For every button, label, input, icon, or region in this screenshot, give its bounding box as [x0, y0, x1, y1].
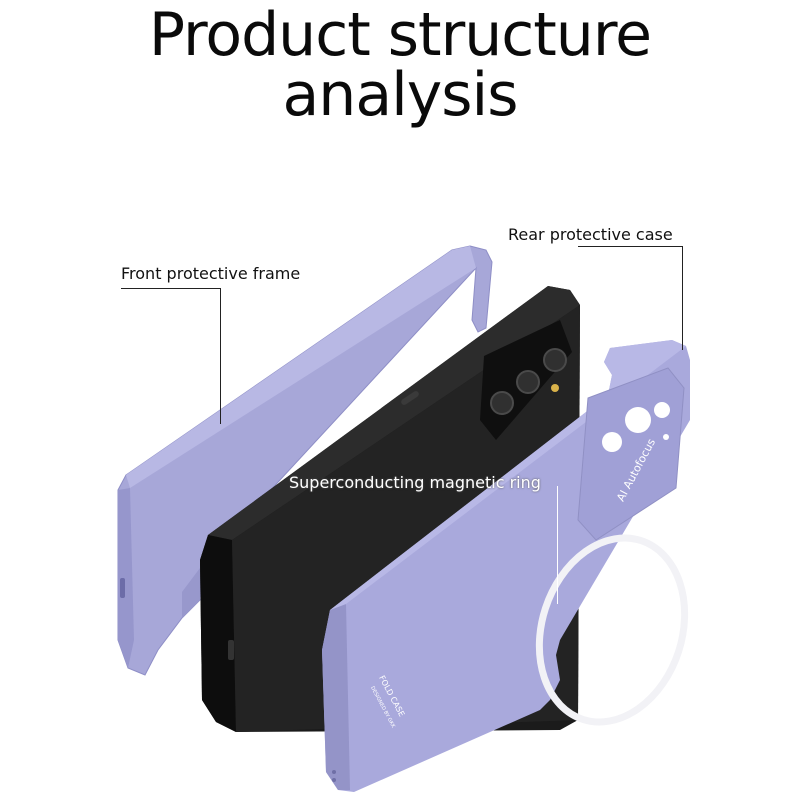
callout-rear-case: Rear protective case [508, 225, 673, 244]
callout-rear-case-line-v [682, 246, 683, 350]
case-flash-cutout-icon [663, 434, 669, 440]
rear-protective-case: AI Autofocus FOLD CASE DESIGNED BY GKK [322, 340, 690, 792]
magnetic-ring [535, 534, 689, 726]
callout-front-frame-line-h [121, 288, 221, 289]
callout-front-frame-line-v [220, 288, 221, 424]
case-camera-island [577, 367, 685, 541]
callout-front-frame: Front protective frame [121, 264, 301, 283]
side-button [401, 391, 419, 405]
case-hole-icon [332, 770, 336, 774]
callout-rear-case-line-h [578, 246, 683, 247]
usb-port-icon [228, 640, 234, 660]
case-lens-cutout-icon [654, 402, 670, 418]
case-hole-icon [332, 778, 336, 782]
title-line-1: Product structure [148, 0, 652, 70]
port-cutout-icon [120, 578, 125, 598]
flash-icon [551, 384, 559, 392]
case-lens-cutout-icon [625, 407, 651, 433]
callout-magnetic-ring: Superconducting magnetic ring [289, 473, 541, 492]
title-line-2: analysis [282, 60, 519, 130]
camera-lens-icon [516, 370, 540, 394]
callout-magnetic-ring-line [557, 486, 558, 604]
case-lens-cutout-icon [602, 432, 622, 452]
front-protective-frame [117, 245, 493, 676]
camera-lens-icon [490, 391, 514, 415]
camera-lens-icon [543, 348, 567, 372]
